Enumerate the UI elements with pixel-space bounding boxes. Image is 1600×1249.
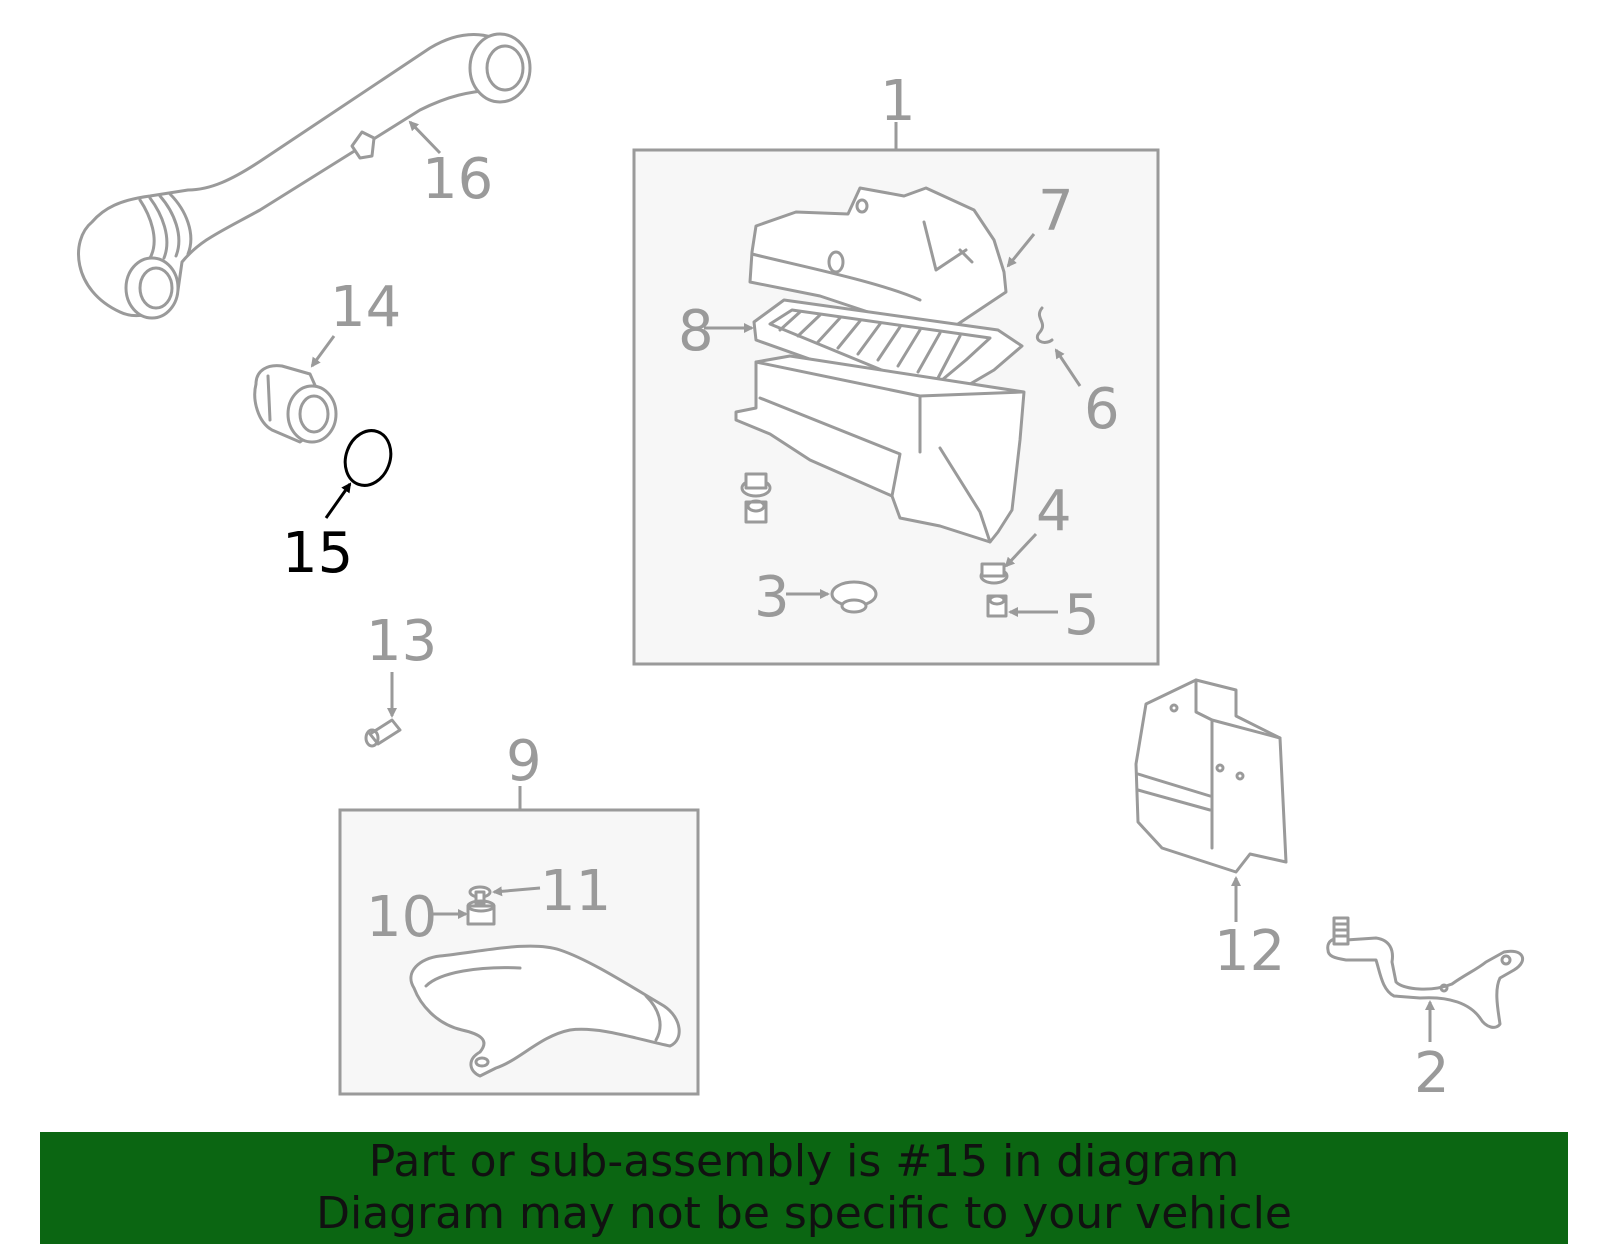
bolt-part-11[interactable] [468, 885, 492, 906]
bracket-part-2[interactable] [1326, 916, 1525, 1029]
callout-5: 5 [1064, 583, 1100, 648]
callout-4: 4 [1036, 479, 1072, 544]
intake-duct [409, 944, 681, 1078]
air-cleaner-case [734, 354, 1026, 544]
grommet-stack [740, 472, 772, 524]
callout-9: 9 [506, 729, 542, 794]
callout-16: 16 [422, 147, 493, 212]
callout-10: 10 [366, 885, 437, 950]
o-ring-part-15[interactable] [338, 424, 398, 492]
callout-13: 13 [366, 609, 437, 674]
grommet-part-3[interactable] [830, 580, 878, 614]
callout-15: 15 [282, 521, 353, 586]
callout-1: 1 [880, 69, 916, 134]
callout-3: 3 [754, 565, 790, 630]
info-banner: Part or sub-assembly is #15 in diagram D… [40, 1132, 1568, 1244]
collar-part-5[interactable] [986, 594, 1008, 618]
callout-8: 8 [678, 299, 714, 364]
callout-2: 2 [1414, 1041, 1450, 1106]
clip-part-6[interactable] [1035, 306, 1054, 344]
sensor-part-13[interactable] [364, 718, 402, 748]
heat-shield-part-12[interactable] [1134, 678, 1288, 874]
banner-line-1: Part or sub-assembly is #15 in diagram [368, 1136, 1240, 1187]
sensor-part-14[interactable] [253, 364, 338, 444]
callout-12: 12 [1214, 919, 1285, 984]
grommet-part-10[interactable] [466, 899, 496, 926]
air-filter-part-8[interactable] [752, 298, 1024, 406]
air-cleaner-cover-part-7[interactable] [748, 186, 1008, 338]
callout-7: 7 [1038, 179, 1074, 244]
banner-line-2: Diagram may not be specific to your vehi… [316, 1188, 1292, 1239]
callout-14: 14 [330, 275, 401, 340]
grommet-part-4[interactable] [979, 562, 1009, 585]
callout-11: 11 [540, 859, 611, 924]
intake-hose-part-16[interactable] [77, 32, 532, 320]
callout-6: 6 [1084, 377, 1120, 442]
